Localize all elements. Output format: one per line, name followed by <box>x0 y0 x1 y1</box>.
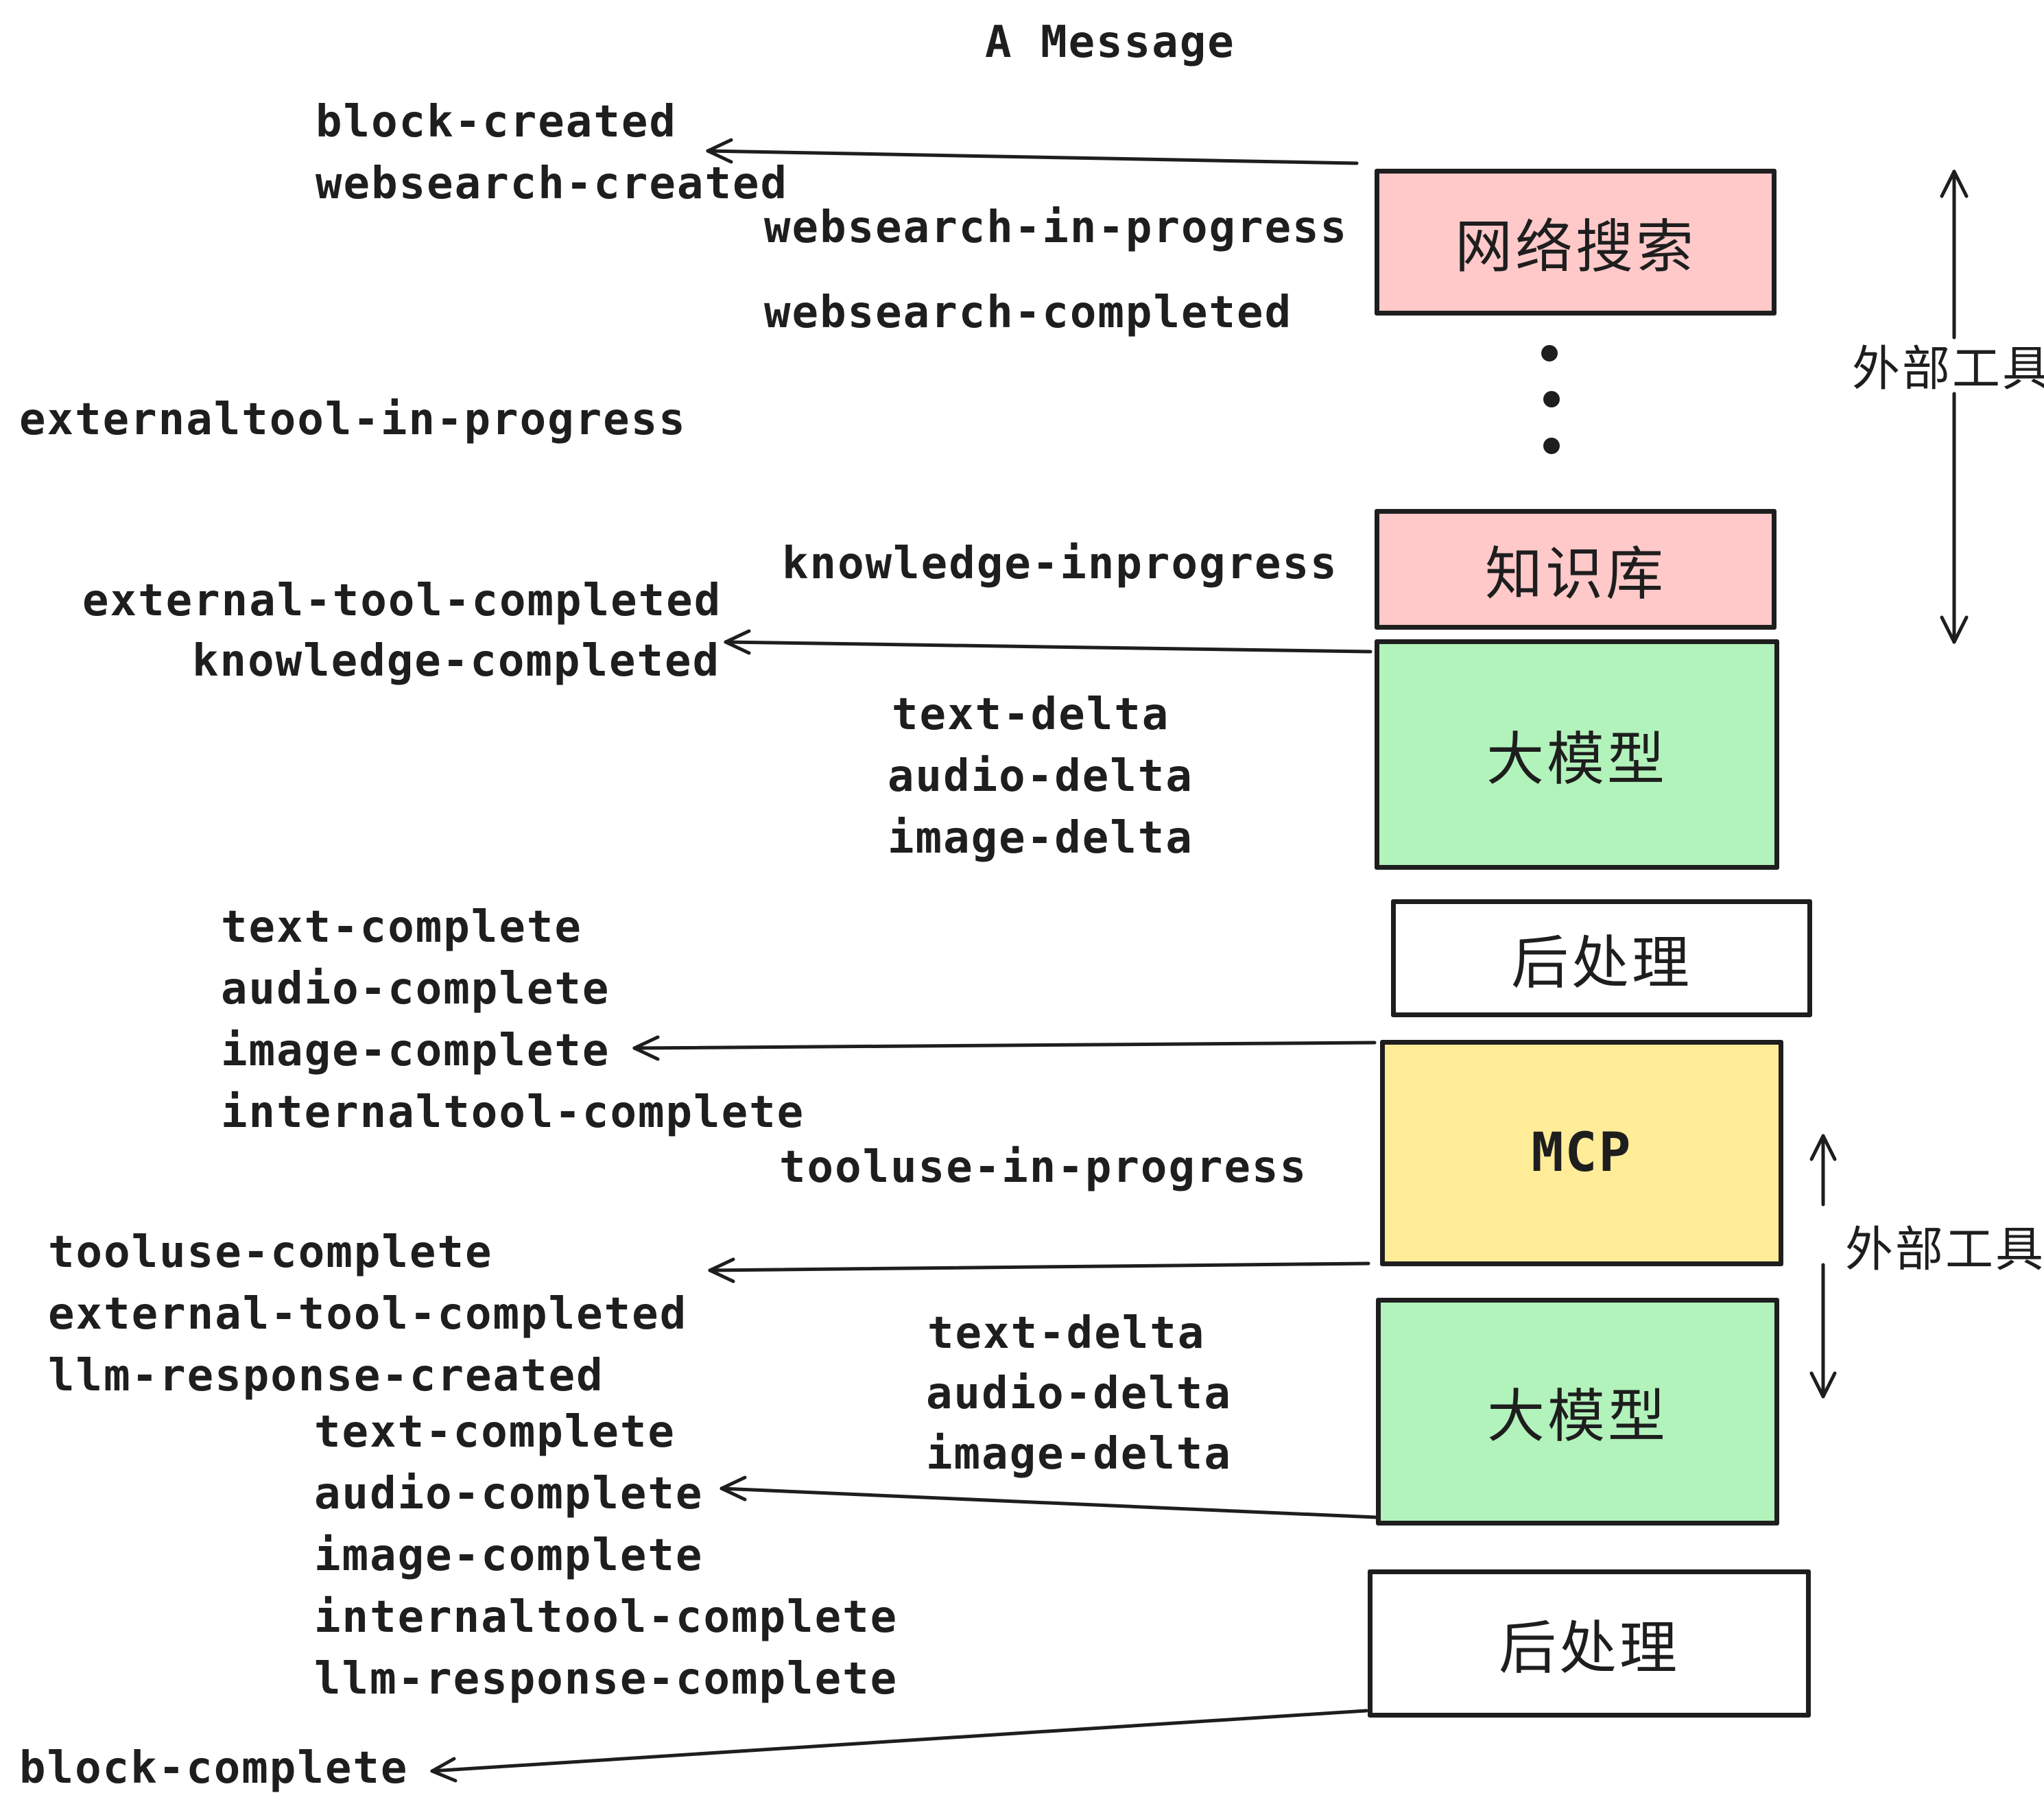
event-label-text-complete-1: text-complete <box>221 902 582 953</box>
event-label-audio-complete-1: audio-complete <box>221 964 610 1014</box>
node-knowledge-label: 知识库 <box>1484 541 1666 606</box>
node-websearch: 网络搜索 <box>1375 169 1776 316</box>
event-label-external-tool-completed-1: external-tool-completed <box>82 575 722 626</box>
node-post-top: 后处理 <box>1391 899 1812 1017</box>
node-post-top-label: 后处理 <box>1510 930 1692 995</box>
event-label-knowledge-completed: knowledge-completed <box>192 636 721 687</box>
double-arrow-external-tools-bottom <box>1809 1134 1837 1399</box>
event-label-tooluse-complete: tooluse-complete <box>48 1227 493 1278</box>
event-label-text-complete-2: text-complete <box>314 1407 676 1458</box>
event-label-websearch-completed: websearch-completed <box>764 287 1293 338</box>
event-label-audio-delta-1: audio-delta <box>888 751 1193 802</box>
ellipsis-dots <box>1541 345 1560 454</box>
event-label-text-delta-2: text-delta <box>927 1308 1206 1359</box>
arrow-to-audio-complete <box>720 1475 1378 1519</box>
node-websearch-label: 网络搜索 <box>1454 214 1696 279</box>
node-llm-top: 大模型 <box>1375 639 1779 870</box>
event-label-audio-delta-2: audio-delta <box>926 1368 1232 1419</box>
node-mcp: MCP <box>1380 1040 1783 1266</box>
node-llm-bottom-label: 大模型 <box>1486 1384 1668 1449</box>
event-label-block-created: block-created <box>316 97 677 147</box>
event-label-text-delta-1: text-delta <box>892 689 1170 740</box>
diagram-title: A Message <box>985 17 1235 68</box>
event-label-image-delta-1: image-delta <box>888 813 1193 864</box>
event-label-websearch-created: websearch-created <box>316 158 789 209</box>
arrow-to-websearch-created <box>706 138 1359 165</box>
event-label-externaltool-in-progress: externaltool-in-progress <box>19 394 687 445</box>
double-arrow-external-tools-top <box>1940 169 1969 644</box>
event-label-audio-complete-2: audio-complete <box>314 1469 704 1519</box>
node-knowledge: 知识库 <box>1375 509 1776 630</box>
event-label-block-complete: block-complete <box>19 1743 409 1794</box>
event-label-llm-response-complete: llm-response-complete <box>314 1654 899 1705</box>
event-label-external-tool-completed-2: external-tool-completed <box>48 1289 688 1340</box>
arrow-to-knowledge-completed <box>724 629 1372 655</box>
event-label-knowledge-inprogress: knowledge-inprogress <box>782 538 1338 589</box>
arrow-to-tooluse-complete <box>708 1257 1370 1283</box>
node-llm-top-label: 大模型 <box>1486 726 1667 792</box>
side-label-external-tools-top: 外部工具 <box>1852 342 2044 396</box>
event-label-tooluse-in-progress: tooluse-in-progress <box>779 1142 1308 1193</box>
node-post-bottom: 后处理 <box>1368 1569 1811 1718</box>
event-label-image-delta-2: image-delta <box>926 1429 1232 1480</box>
event-label-websearch-in-progress: websearch-in-progress <box>764 202 1348 253</box>
event-label-internaltool-complete-1: internaltool-complete <box>221 1087 805 1138</box>
side-label-external-tools-bottom: 外部工具 <box>1845 1222 2044 1277</box>
arrow-to-block-complete <box>430 1709 1368 1783</box>
event-label-internaltool-complete-2: internaltool-complete <box>314 1592 899 1643</box>
event-label-image-complete-1: image-complete <box>221 1025 610 1076</box>
event-label-llm-response-created: llm-response-created <box>48 1351 604 1401</box>
node-llm-bottom: 大模型 <box>1376 1298 1779 1526</box>
node-mcp-label: MCP <box>1531 1122 1632 1184</box>
event-label-image-complete-2: image-complete <box>314 1530 704 1581</box>
arrow-to-image-complete <box>632 1035 1377 1061</box>
node-post-bottom-label: 后处理 <box>1498 1615 1680 1681</box>
